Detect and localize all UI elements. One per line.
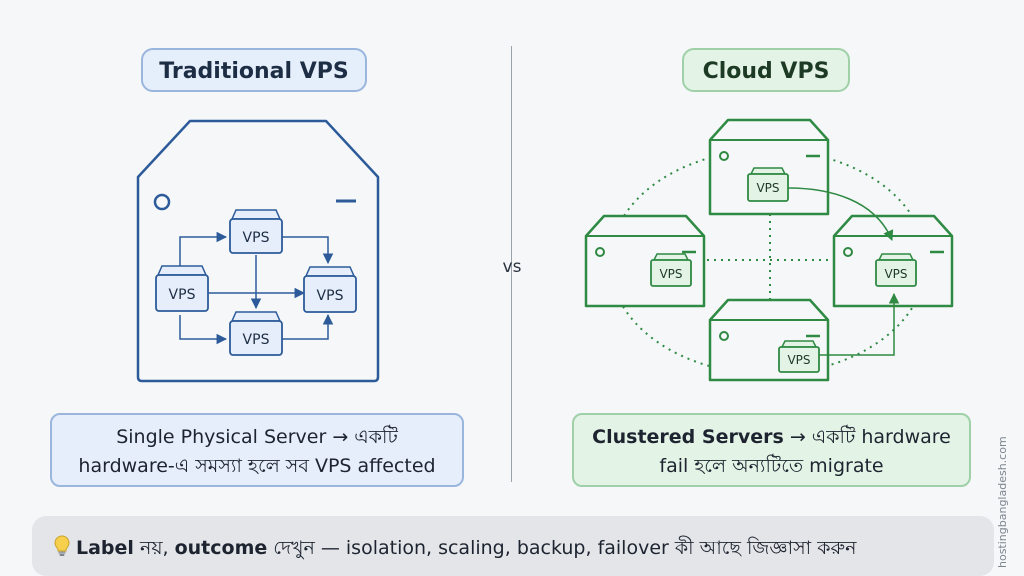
vps-label: VPS: [317, 288, 344, 304]
tip-text: নয়,: [133, 537, 175, 559]
caption-line: Clustered Servers → একটি hardware: [574, 423, 969, 452]
caption-text: → একটি hardware: [783, 426, 951, 448]
caption-line: fail হলে অন্যটিতে migrate: [659, 455, 884, 477]
vps-box-top: VPS: [229, 209, 283, 254]
power-led-icon: [153, 193, 171, 211]
caption-bold: Clustered Servers: [592, 426, 784, 448]
vps-label: VPS: [243, 230, 270, 246]
tip-bold: outcome: [174, 537, 268, 559]
caption-line: hardware-এ সমস্যা হলে সব VPS affected: [78, 455, 436, 477]
traditional-server-diagram: VPS VPS VPS VPS: [136, 119, 380, 383]
tip-bold: Label: [76, 537, 134, 559]
cloud-server-right: VPS: [832, 214, 954, 308]
tip-text: দেখুন — isolation, scaling, backup, fail…: [267, 537, 857, 559]
divider: [511, 46, 512, 482]
vs-label: vs: [502, 257, 522, 277]
vps-box-left: VPS: [155, 265, 209, 312]
traditional-caption: Single Physical Server → একটি hardware-এ…: [50, 413, 464, 487]
cloud-vps-title: Cloud VPS: [682, 48, 850, 92]
vps-label: VPS: [169, 287, 196, 303]
tip-bar: Label নয়, outcome দেখুন — isolation, sc…: [32, 516, 994, 576]
cloud-server-top: VPS: [708, 118, 830, 216]
cloud-caption: Clustered Servers → একটি hardware fail হ…: [572, 413, 971, 487]
lightbulb-icon: [54, 535, 70, 562]
migrate-arrow: [819, 292, 900, 356]
cloud-server-left: VPS: [584, 214, 706, 308]
vps-box-bottom: VPS: [229, 311, 283, 356]
traditional-vps-title: Traditional VPS: [141, 48, 367, 92]
vps-label: VPS: [756, 181, 779, 195]
vps-label: VPS: [884, 267, 907, 281]
caption-line: Single Physical Server → একটি: [116, 426, 398, 448]
cloud-cluster-diagram: VPS VPS VPS VPS: [584, 118, 954, 382]
vps-label: VPS: [243, 332, 270, 348]
vps-label: VPS: [659, 267, 682, 281]
cloud-server-bottom: VPS: [708, 298, 830, 382]
migrate-arrow: [787, 187, 894, 241]
vps-label: VPS: [787, 353, 810, 367]
watermark: hostingbangladesh.com: [996, 436, 1009, 568]
vps-box-right: VPS: [303, 266, 357, 313]
